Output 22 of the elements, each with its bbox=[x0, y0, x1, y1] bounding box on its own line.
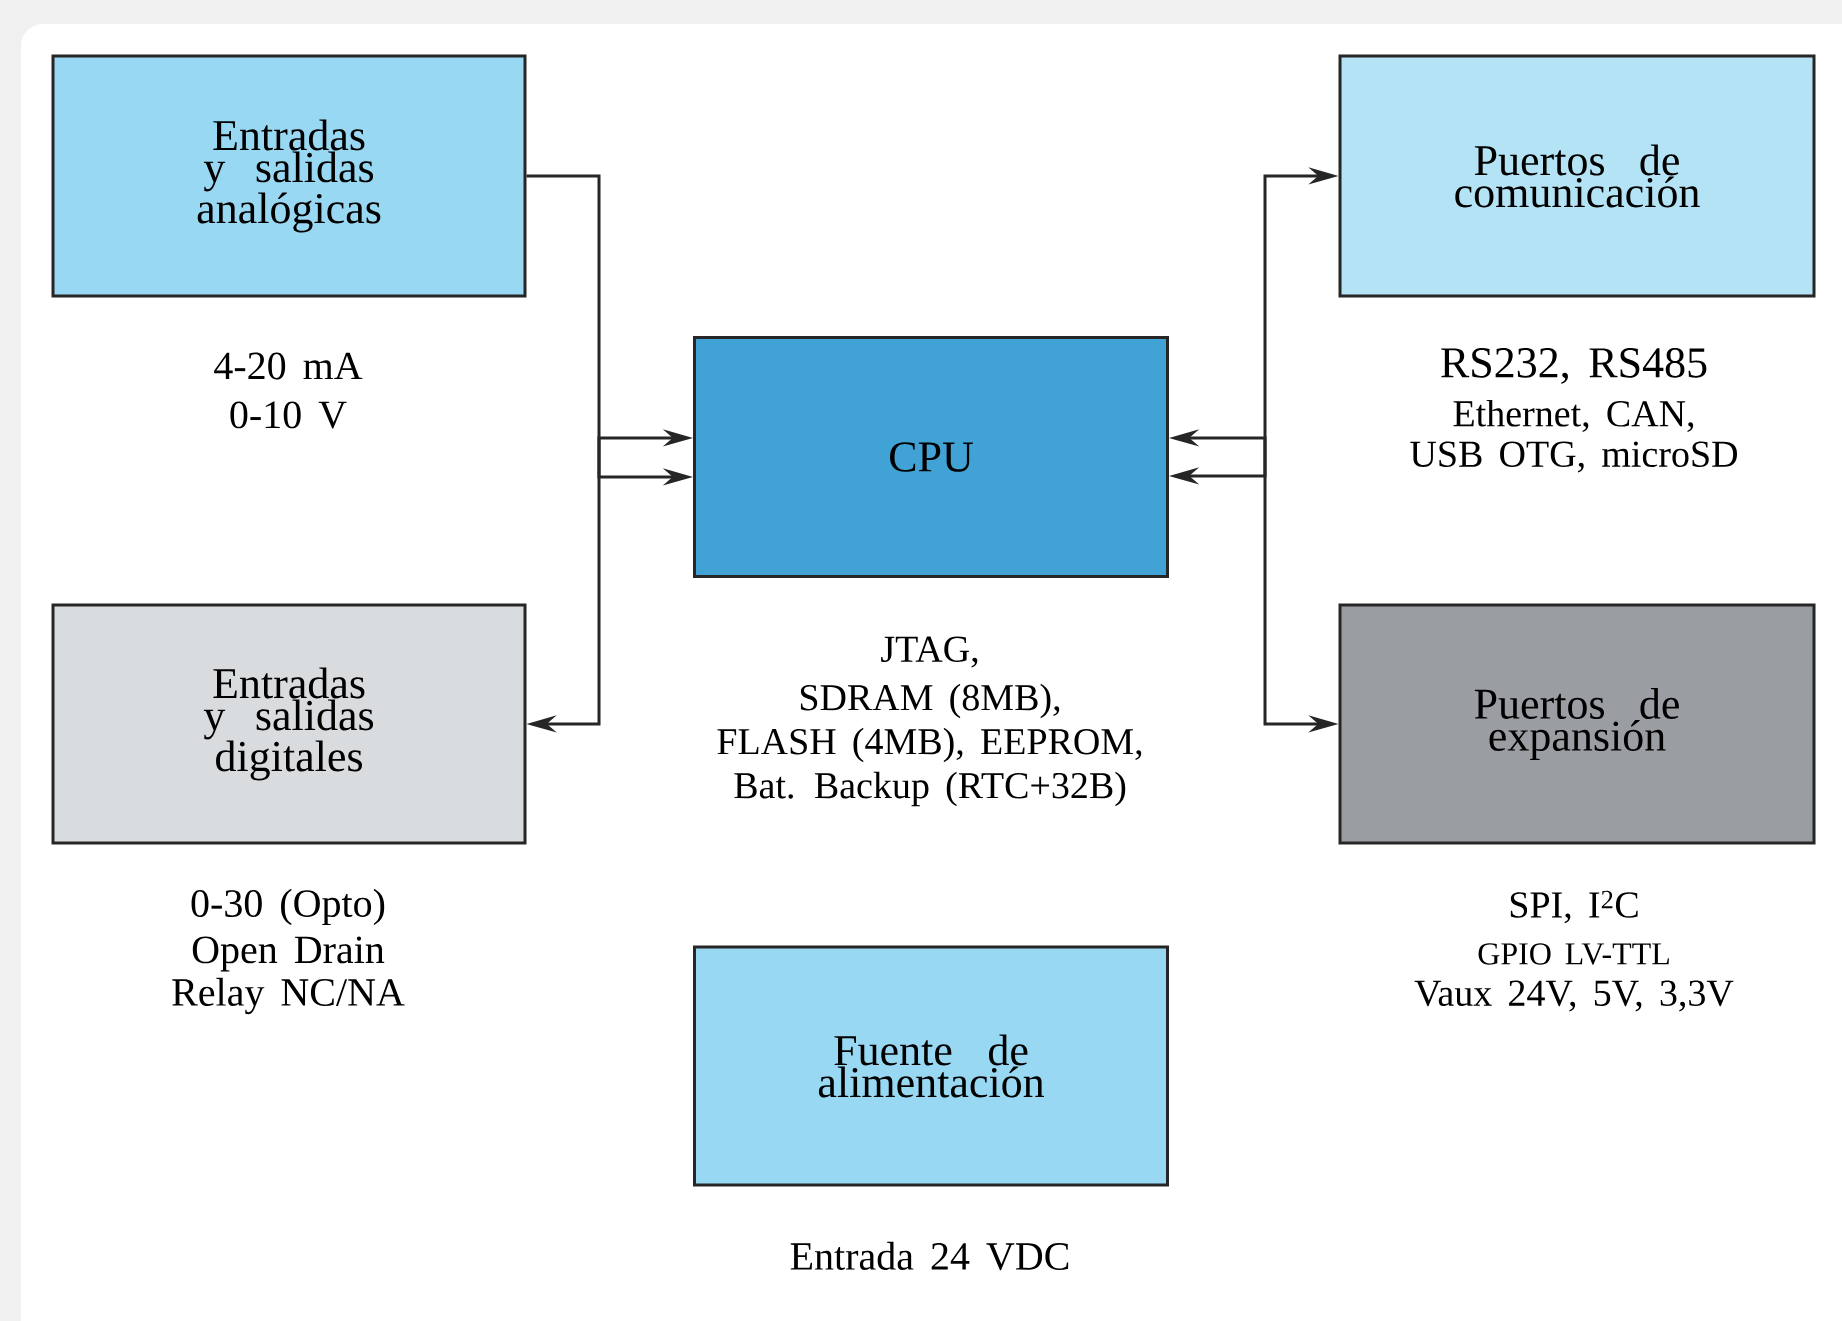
block-box: Puertos de comunicación bbox=[1338, 54, 1816, 298]
spec-text: SDRAM (8MB), bbox=[800, 683, 1060, 719]
spec-text: FLASH (4MB), EEPROM, bbox=[717, 727, 1142, 763]
spec-text: Vaux 24V, 5V, 3,3V bbox=[1414, 980, 1734, 1012]
spec-text: Relay NC/NA bbox=[172, 977, 405, 1015]
spec-text: SPI, I$^{2}$C bbox=[1510, 890, 1638, 924]
spec-text: Entrada 24 VDC bbox=[790, 1241, 1069, 1271]
block-box: Entradas y salidas digitales bbox=[51, 603, 527, 845]
spec-text: Open Drain bbox=[192, 936, 385, 972]
spec-text: RS232, RS485 bbox=[1441, 348, 1707, 384]
block-box: Fuente de alimentación bbox=[693, 945, 1169, 1187]
spec-text: JTAG, bbox=[881, 636, 978, 668]
spec-text: Bat. Backup (RTC+32B) bbox=[734, 771, 1126, 807]
spec-text: USB OTG, microSD bbox=[1410, 441, 1737, 473]
spec-text: Ethernet, CAN, bbox=[1453, 399, 1694, 433]
spec-text: 0-30 (Opto) bbox=[191, 888, 385, 926]
block-box: Entradas y salidas analógicas bbox=[51, 54, 527, 298]
spec-text: 0-10 V bbox=[230, 401, 347, 429]
spec-text: 4-20 mA bbox=[214, 352, 363, 380]
block-box: CPU bbox=[693, 336, 1169, 578]
block-box: Puertos de expansión bbox=[1338, 603, 1816, 845]
spec-text: GPIO LV-TTL bbox=[1478, 943, 1669, 965]
